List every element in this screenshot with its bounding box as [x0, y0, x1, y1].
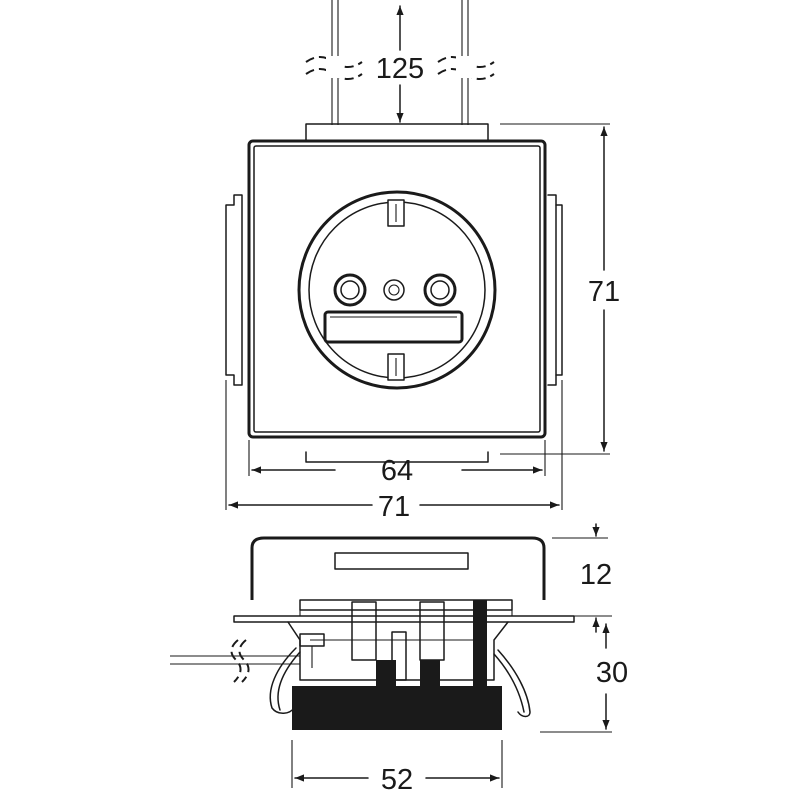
dim-wire-spacing: 125: [372, 5, 428, 123]
cover-profile: [250, 536, 546, 600]
supply-wires: [305, 0, 495, 125]
front-view: 125 71 64 71: [225, 0, 620, 523]
dim-mount-depth: 30: [540, 623, 628, 733]
socket-outlet: [297, 190, 497, 390]
pin-hole-right: [423, 273, 457, 307]
center-screw-icon: [383, 279, 405, 301]
frame-width-label: 71: [378, 491, 410, 523]
dim-frame-height: 71: [500, 123, 620, 455]
dim-cover-depth: 12: [516, 523, 612, 633]
frame-height-label: 71: [588, 276, 620, 308]
label-window: [323, 310, 464, 344]
inner-width-label: 64: [381, 455, 413, 487]
insert-base: [292, 686, 502, 730]
pin-hole-left: [333, 273, 367, 307]
cover-plate: [247, 139, 547, 439]
wire-spacing-label: 125: [376, 53, 424, 85]
mounting-bracket: [225, 123, 563, 463]
cover-depth-label: 12: [580, 559, 612, 591]
base-width-label: 52: [381, 764, 413, 796]
mount-depth-label: 30: [596, 657, 628, 689]
dim-frame-width: 71: [225, 380, 563, 523]
dim-inner-width: 64: [248, 440, 546, 487]
side-view: 12 30 52: [170, 523, 628, 796]
dim-base-width: 52: [291, 740, 503, 796]
